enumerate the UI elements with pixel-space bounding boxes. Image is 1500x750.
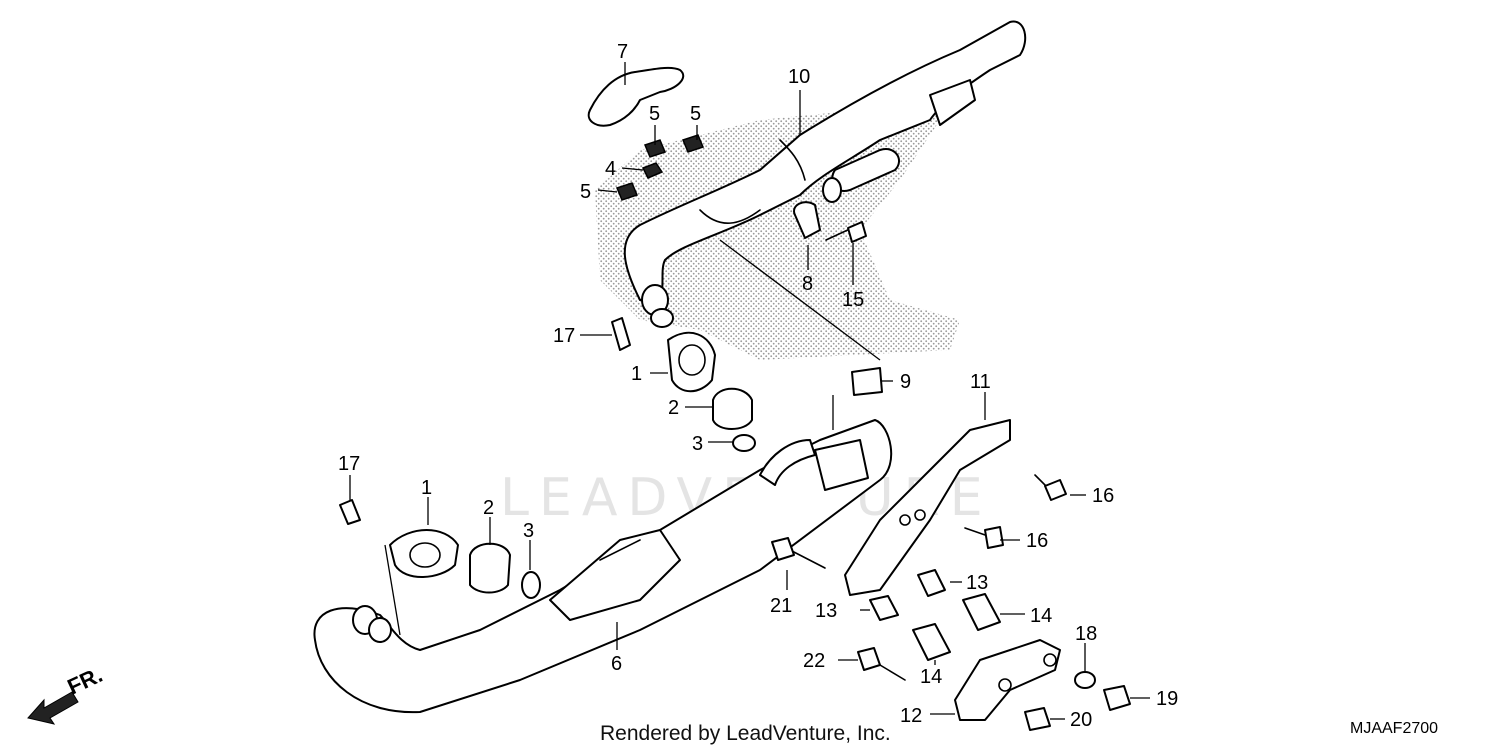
callout-3: 3	[692, 433, 703, 455]
callout-18: 18	[1075, 623, 1097, 645]
callout-14: 14	[920, 666, 942, 688]
clamp-part-8	[793, 201, 821, 239]
upper-muffler	[623, 20, 1027, 328]
footer-credit: Rendered by LeadVenture, Inc.	[600, 722, 891, 745]
callout-13: 13	[815, 600, 837, 622]
ring-part-3-upper	[732, 434, 756, 452]
callout-5: 5	[690, 103, 701, 125]
callout-2: 2	[483, 497, 494, 519]
bolt-part-21	[771, 537, 826, 569]
lower-muffler	[313, 419, 893, 714]
callout-16: 16	[1092, 485, 1114, 507]
front-direction-arrow-icon	[27, 691, 79, 725]
callout-3: 3	[523, 520, 534, 542]
washer-part-18	[1074, 671, 1096, 689]
callout-7: 7	[617, 41, 628, 63]
callout-15: 15	[842, 289, 864, 311]
heat-shield-part-7	[587, 66, 685, 127]
callout-20: 20	[1070, 709, 1092, 731]
bracket-part-12	[954, 639, 1061, 721]
callout-17: 17	[553, 325, 575, 347]
collar-part-2-upper	[712, 387, 753, 430]
collar-part-13-upper	[917, 569, 946, 597]
gasket-part-1-lower	[389, 529, 459, 578]
callout-10: 10	[788, 66, 810, 88]
callout-4: 4	[605, 158, 616, 180]
callout-14: 14	[1030, 605, 1052, 627]
collar-part-13-lower	[869, 595, 899, 621]
callout-5: 5	[649, 103, 660, 125]
callout-2: 2	[668, 397, 679, 419]
callout-9: 9	[900, 371, 911, 393]
callout-1: 1	[421, 477, 432, 499]
front-direction-indicator: FR.	[27, 662, 106, 725]
leader-lines	[349, 62, 1150, 720]
callout-21: 21	[770, 595, 792, 617]
clips-part-5	[615, 134, 705, 201]
gasket-part-1-upper	[667, 331, 716, 393]
bolt-part-15	[825, 221, 867, 243]
callout-numbers: 7 5 5 4 5 10 8 15 17 1 2 3 9 11 16 16 13…	[338, 41, 1178, 731]
callout-5: 5	[580, 181, 591, 203]
callout-1: 1	[631, 363, 642, 385]
bolt-part-22	[857, 647, 906, 681]
bracket-part-11	[844, 419, 1011, 596]
nut-part-20	[1024, 707, 1051, 731]
stud-part-17-lower	[339, 499, 361, 525]
nut-part-19	[1103, 685, 1131, 711]
callout-11: 11	[970, 371, 991, 393]
callout-17: 17	[338, 453, 360, 475]
collar-part-14-lower	[912, 623, 951, 661]
callout-8: 8	[802, 273, 813, 295]
callout-19: 19	[1156, 688, 1178, 710]
collar-part-14-upper	[962, 593, 1001, 631]
shade-region	[595, 80, 960, 360]
collar-part-2-lower	[469, 542, 511, 594]
callout-12: 12	[900, 705, 922, 727]
ring-part-3-lower	[521, 571, 541, 599]
callout-22: 22	[803, 650, 825, 672]
bolt-part-16-lower	[964, 526, 1004, 549]
diagram-code: MJAAF2700	[1350, 720, 1438, 737]
spacer-part-9	[851, 367, 883, 396]
callout-16: 16	[1026, 530, 1048, 552]
callout-6: 6	[611, 653, 622, 675]
stud-part-17-upper	[611, 317, 631, 351]
bolt-part-16-upper	[1034, 474, 1067, 501]
callout-13: 13	[966, 572, 988, 594]
